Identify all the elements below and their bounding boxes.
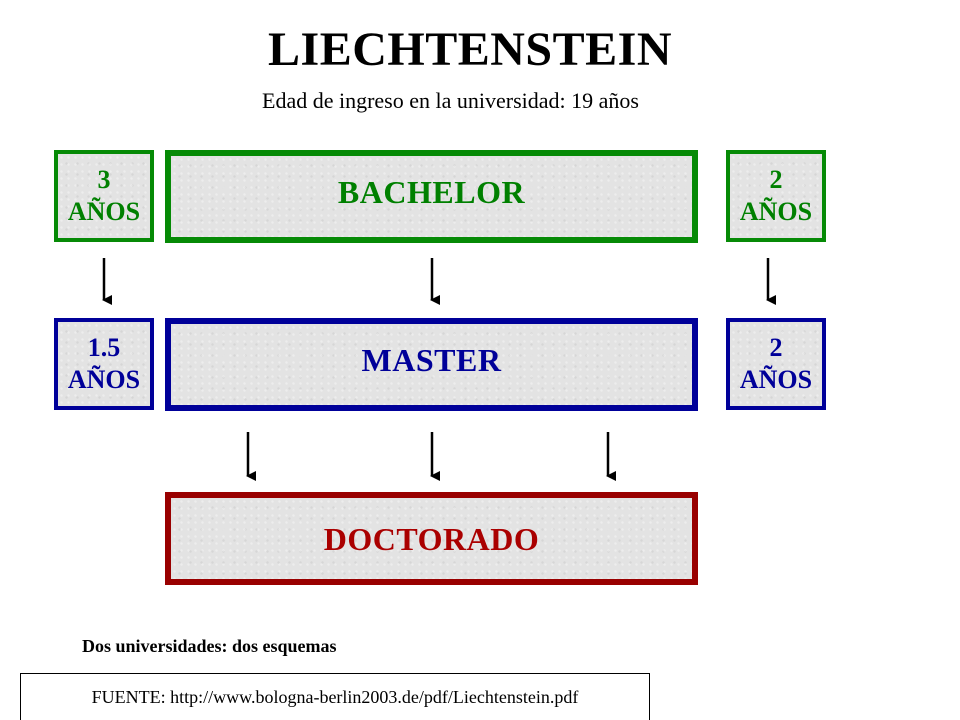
master-left-number: 1.5 bbox=[87, 333, 121, 362]
bachelor-right-unit: AÑOS bbox=[739, 197, 813, 226]
note-text: Dos universidades: dos esquemas bbox=[82, 636, 337, 656]
master-right-duration-box: 2 AÑOS bbox=[726, 318, 826, 410]
master-right-number: 2 bbox=[769, 333, 783, 362]
doctorado-box: DOCTORADO bbox=[165, 492, 698, 585]
bachelor-right-number: 2 bbox=[769, 165, 783, 194]
bachelor-to-master-arrows bbox=[102, 258, 776, 305]
master-right-unit: AÑOS bbox=[739, 365, 813, 394]
subtitle: Edad de ingreso en la universidad: 19 añ… bbox=[262, 88, 639, 113]
master-left-unit: AÑOS bbox=[67, 365, 141, 394]
master-to-doctorado-arrows bbox=[246, 432, 616, 481]
bachelor-left-unit: AÑOS bbox=[67, 197, 141, 226]
bachelor-right-duration-box: 2 AÑOS bbox=[726, 150, 826, 242]
master-box: MASTER bbox=[165, 318, 698, 411]
source-text: FUENTE: http://www.bologna-berlin2003.de… bbox=[91, 687, 579, 707]
doctorado-label: DOCTORADO bbox=[323, 521, 540, 557]
bachelor-left-duration-box: 3 AÑOS bbox=[54, 150, 154, 242]
bachelor-left-number: 3 bbox=[97, 165, 111, 194]
page-title: LIECHTENSTEIN bbox=[268, 23, 672, 76]
bachelor-box: BACHELOR bbox=[165, 150, 698, 243]
master-left-duration-box: 1.5 AÑOS bbox=[54, 318, 154, 410]
master-label: MASTER bbox=[361, 342, 502, 378]
source-box: FUENTE: http://www.bologna-berlin2003.de… bbox=[20, 673, 650, 720]
bachelor-label: BACHELOR bbox=[337, 174, 526, 210]
